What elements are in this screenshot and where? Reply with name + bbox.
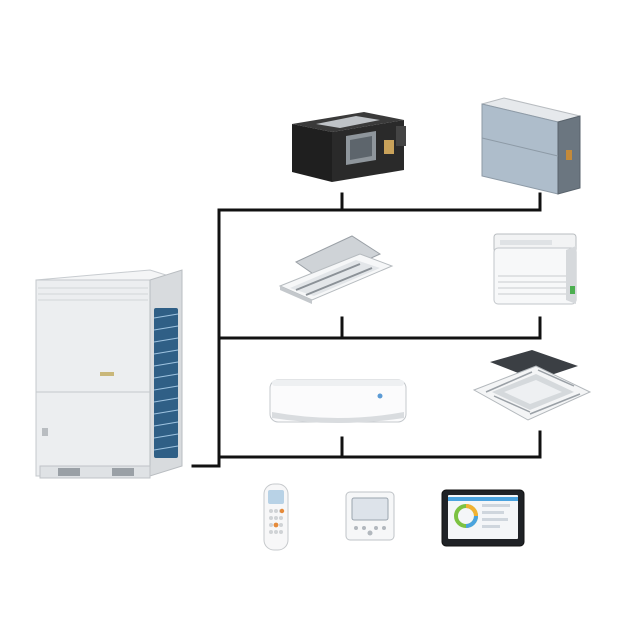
piping-network (191, 192, 542, 468)
wired-controller-icon (345, 491, 395, 541)
two-way-cassette-icon (278, 235, 394, 304)
ducted-unit-icon (292, 112, 406, 182)
ceiling-floor-unit-icon (493, 233, 577, 305)
four-way-cassette-icon (472, 350, 592, 421)
remote-control-icon (263, 483, 289, 551)
concealed-floor-unit-icon (481, 97, 581, 195)
wall-split-unit-icon (269, 379, 407, 423)
branch-row-1 (217, 192, 542, 212)
branch-row-3 (217, 430, 542, 459)
main-pipe (191, 208, 221, 468)
vrf-outdoor-unit-icon (35, 269, 183, 479)
touch-panel-controller-icon (441, 489, 525, 547)
branch-row-2 (217, 316, 542, 340)
